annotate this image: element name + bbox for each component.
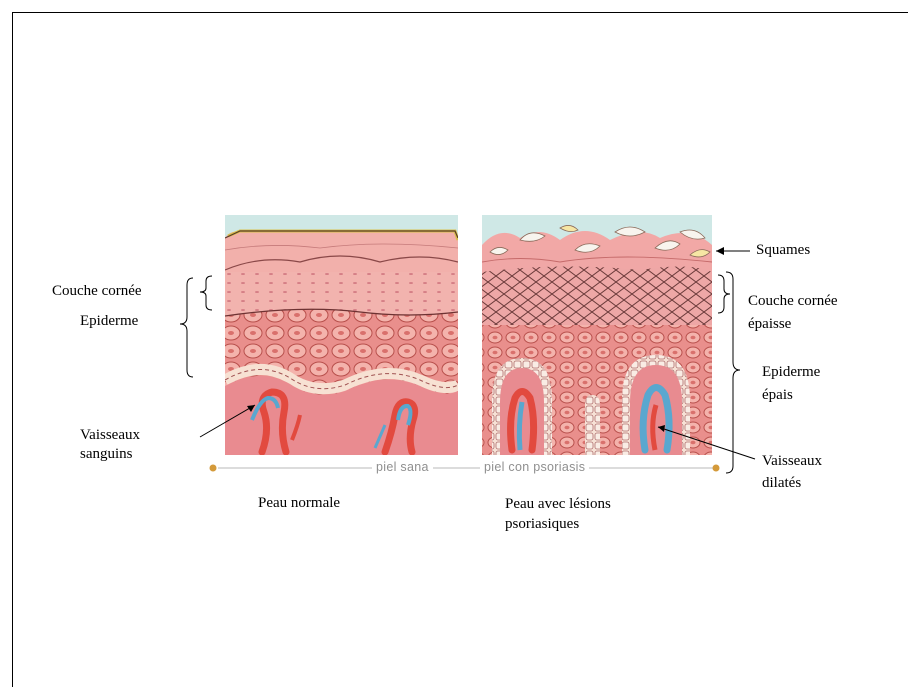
label-couche-cornee-epaisse-line2: épaisse	[748, 313, 838, 336]
label-couche-cornee: Couche cornée	[52, 282, 142, 301]
label-vaisseaux-sanguins-line2: sanguins	[80, 445, 140, 464]
psoriasis-skin-illustration	[482, 215, 712, 455]
label-epiderme-epais: Epiderme épais	[762, 361, 820, 407]
title-peau-normale: Peau normale	[258, 494, 340, 513]
label-squames: Squames	[756, 241, 810, 260]
title-peau-psoriasique-line2: psoriasiques	[505, 514, 611, 534]
caption-piel-psoriasis: piel con psoriasis	[480, 460, 589, 474]
label-couche-cornee-epaisse: Couche cornée épaisse	[748, 290, 838, 336]
label-couche-cornee-epaisse-line1: Couche cornée	[748, 290, 838, 313]
label-vaisseaux-sanguins-line1: Vaisseaux	[80, 426, 140, 445]
label-vaisseaux-dilates-line1: Vaisseaux	[762, 450, 822, 472]
label-vaisseaux-dilates: Vaisseaux dilatés	[762, 450, 822, 494]
normal-skin-illustration	[225, 215, 458, 455]
caption-piel-sana: piel sana	[372, 460, 433, 474]
label-epiderme-epais-line1: Epiderme	[762, 361, 820, 384]
label-epiderme: Epiderme	[80, 312, 138, 331]
label-vaisseaux-sanguins: Vaisseaux sanguins	[80, 426, 140, 464]
title-peau-psoriasique-line1: Peau avec lésions	[505, 494, 611, 514]
title-peau-psoriasique: Peau avec lésions psoriasiques	[505, 494, 611, 534]
label-epiderme-epais-line2: épais	[762, 384, 820, 407]
label-vaisseaux-dilates-line2: dilatés	[762, 472, 822, 494]
